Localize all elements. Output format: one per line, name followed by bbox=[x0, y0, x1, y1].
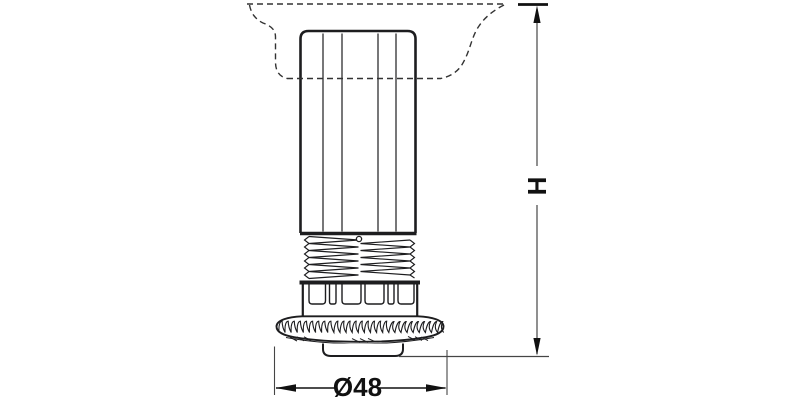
height-dimension: H bbox=[399, 3, 552, 358]
thread-left-crests bbox=[308, 235, 359, 280]
thread-right-crests bbox=[360, 239, 411, 276]
thread-left-edge bbox=[303, 236, 310, 279]
thread-center-hole bbox=[355, 235, 363, 243]
diameter-arrow-right bbox=[426, 384, 447, 392]
cabinet-outline-left bbox=[248, 4, 288, 80]
collar-sides bbox=[301, 284, 419, 317]
leg-body bbox=[299, 29, 417, 236]
height-arrow-down bbox=[533, 338, 541, 356]
collar-grip-slots bbox=[308, 284, 415, 305]
height-arrow-up bbox=[533, 5, 541, 23]
diameter-dimension: Ø48 bbox=[273, 346, 448, 400]
base-disc-serration bbox=[278, 320, 445, 335]
leg-body-flutes bbox=[322, 33, 397, 232]
thread-right-edge bbox=[409, 239, 416, 279]
diameter-arrow-left bbox=[275, 384, 296, 392]
cabinet-outline-right bbox=[440, 4, 505, 80]
height-label: H bbox=[522, 177, 552, 196]
foot-pad bbox=[322, 343, 404, 357]
thread-spindle bbox=[303, 235, 416, 280]
leg-body-outline bbox=[299, 29, 417, 233]
diameter-label: Ø48 bbox=[333, 372, 382, 400]
adjuster-collar bbox=[299, 280, 420, 317]
base-disc-rim-hatching bbox=[289, 335, 429, 343]
base-disc bbox=[275, 315, 445, 345]
cabinet-panel-outline bbox=[247, 3, 505, 80]
